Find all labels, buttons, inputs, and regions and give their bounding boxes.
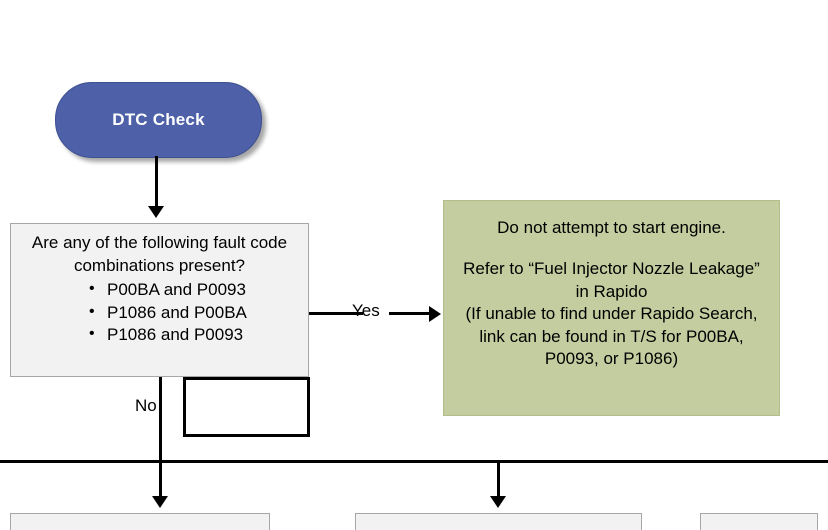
start-node-label: DTC Check [112,110,205,129]
decision-question: Are any of the following fault code comb… [31,233,288,275]
bottom-box-2[interactable] [355,513,642,530]
blank-callout-box[interactable] [183,377,310,437]
decision-option-3: P1086 and P0093 [89,323,302,347]
decision-options-list: P00BA and P0093 P1086 and P00BA P1086 an… [17,278,302,347]
connector-yes-segment-left [309,312,363,315]
arrow-bus-to-box2-icon [490,496,506,508]
decision-box-fault-codes[interactable]: Are any of the following fault code comb… [10,223,309,377]
edge-label-no: No [135,396,157,415]
note-line-2: Refer to “Fuel Injector Nozzle Leakage” … [463,259,760,301]
arrow-start-to-decision-icon [148,206,164,218]
arrow-bus-to-box1-icon [152,496,168,508]
bottom-box-3[interactable] [700,513,818,530]
bottom-box-1[interactable] [10,513,270,530]
connector-bus-horizontal [0,460,828,463]
arrow-yes-to-note-icon [429,306,441,322]
edge-label-yes: Yes [352,301,380,320]
connector-bus-to-box2 [497,460,500,498]
note-line-1: Do not attempt to start engine. [497,218,726,237]
note-line-3: (If unable to find under Rapido Search, … [465,304,758,369]
decision-option-1: P00BA and P0093 [89,278,302,302]
decision-option-2: P1086 and P00BA [89,301,302,325]
connector-no-vertical [159,377,162,460]
connector-bus-to-box1 [159,460,162,498]
start-node-dtc-check[interactable]: DTC Check [55,82,262,158]
note-box-do-not-start-engine[interactable]: Do not attempt to start engine. Refer to… [443,200,780,416]
connector-start-to-decision [155,156,158,208]
connector-yes-segment-right [389,312,431,315]
